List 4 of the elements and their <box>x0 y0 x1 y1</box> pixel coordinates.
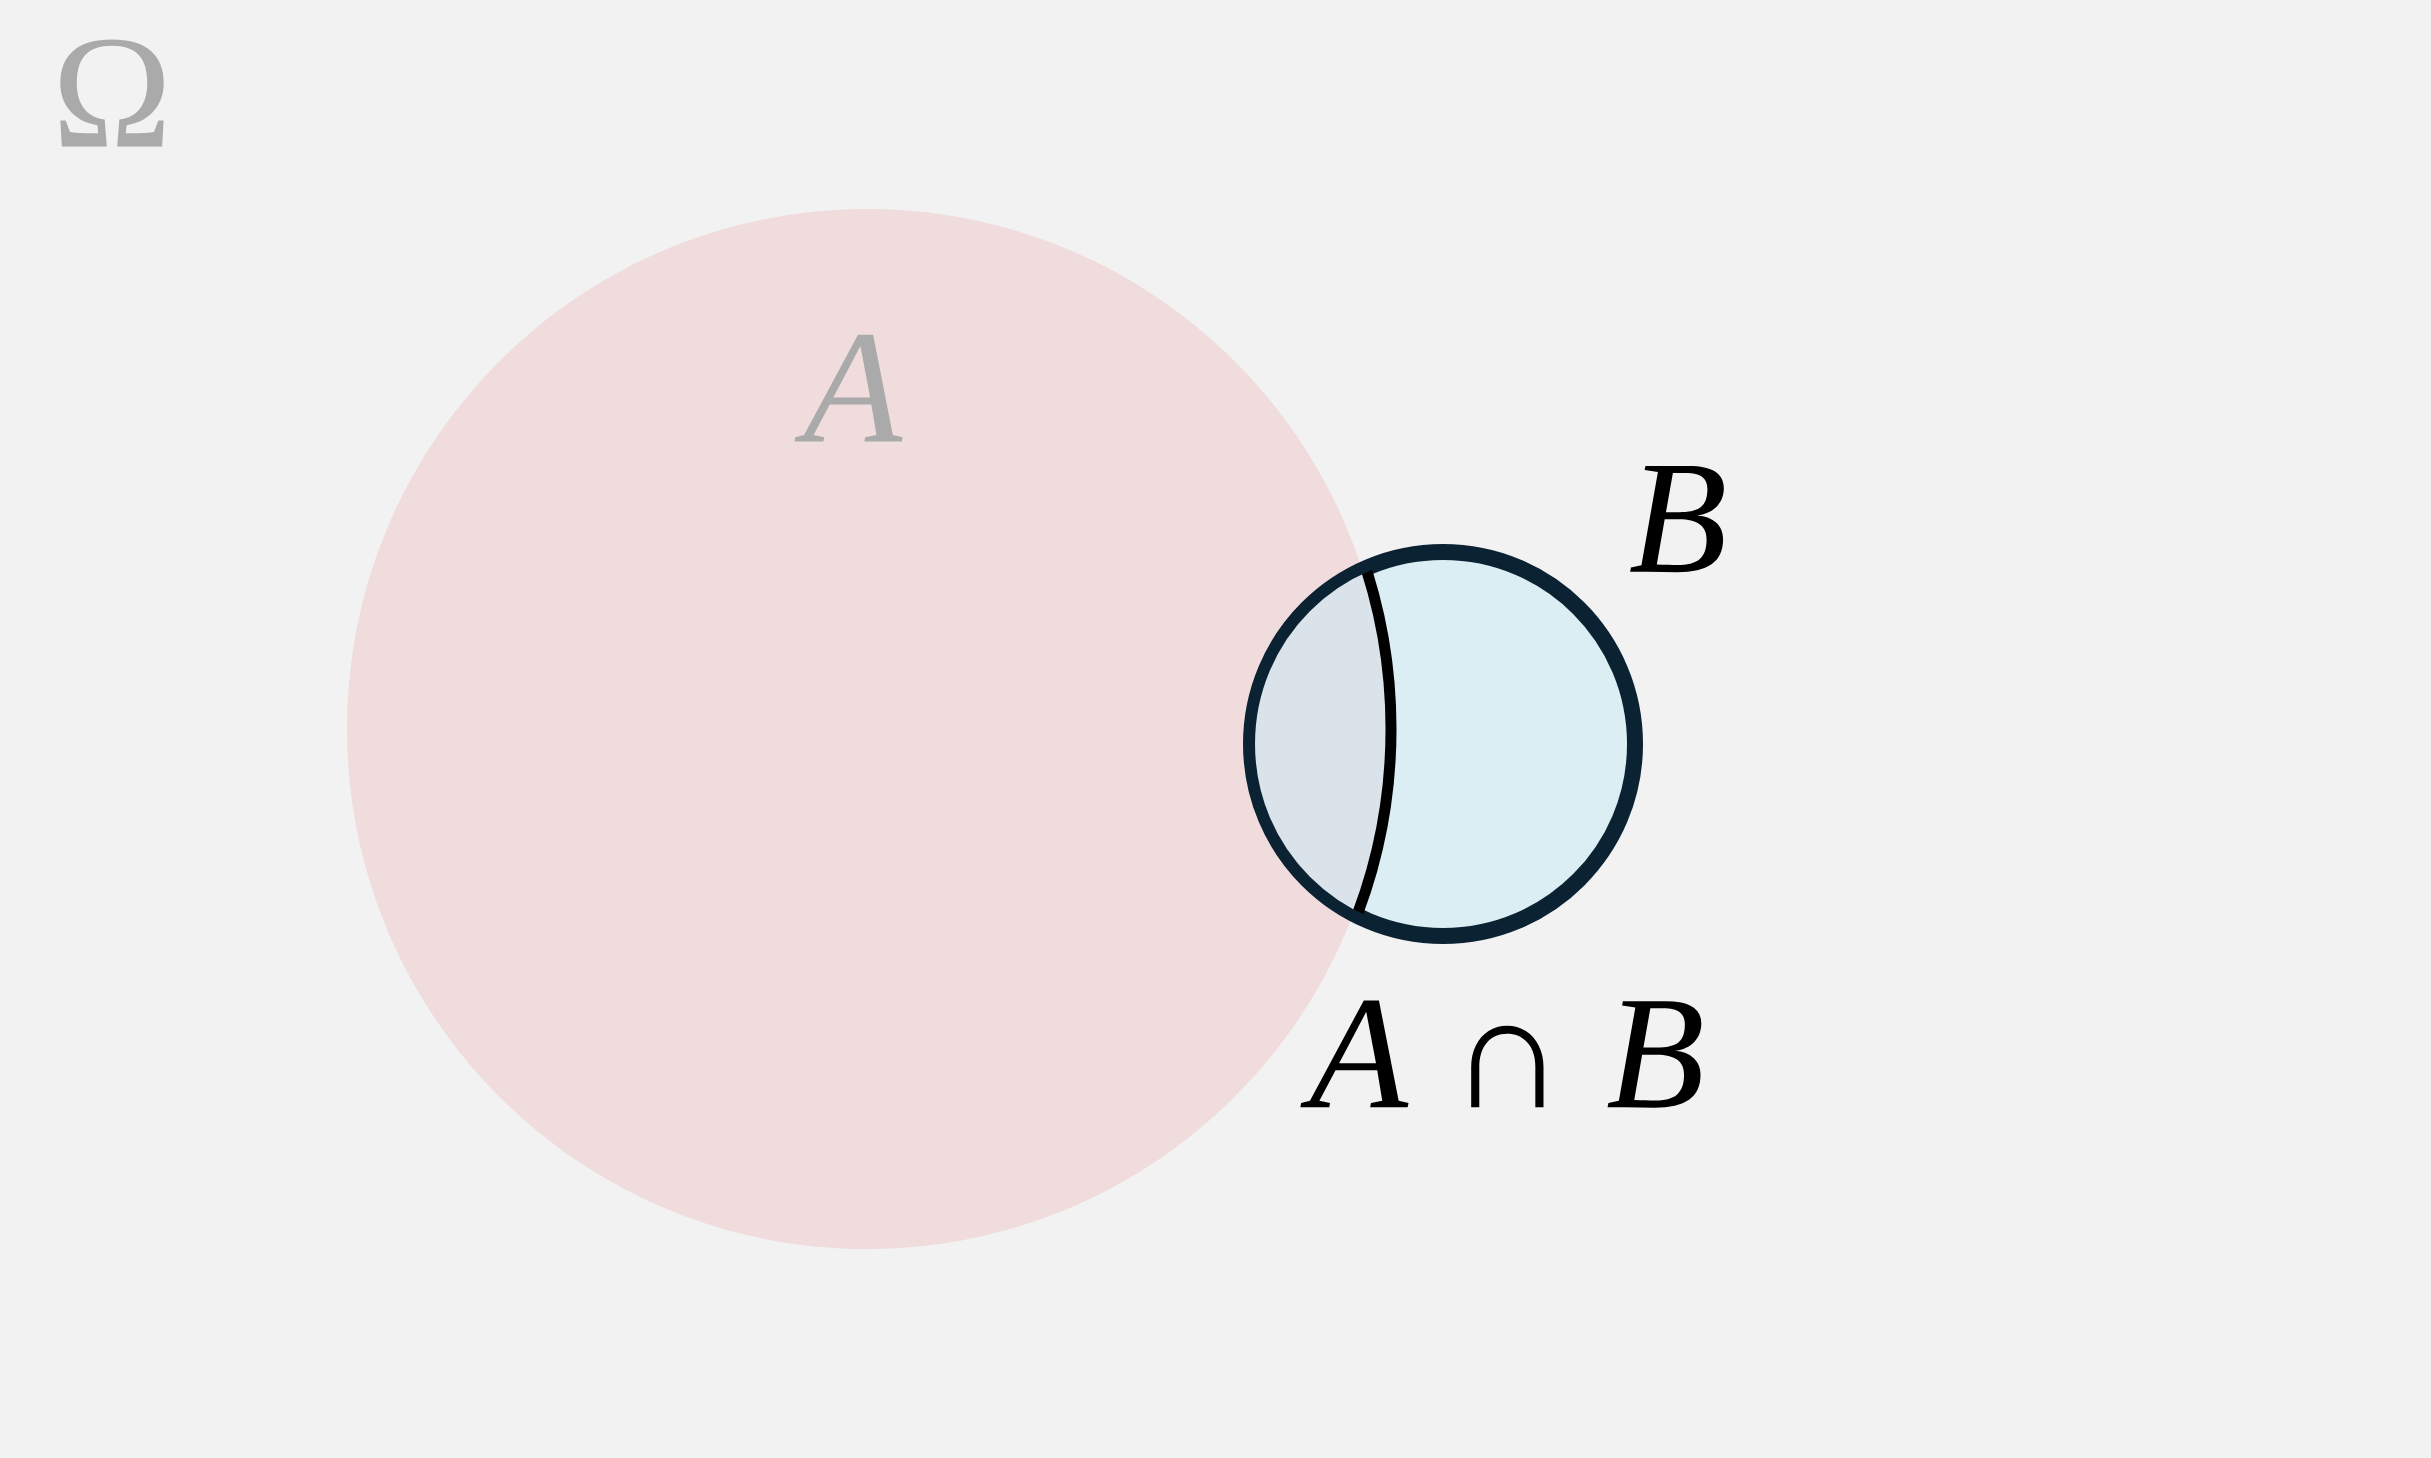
set-label: A <box>794 334 903 442</box>
omega-symbol: Ω <box>60 39 164 147</box>
set-label: B <box>1630 465 1724 573</box>
intersection-label: A ∩ B <box>1300 1000 1702 1108</box>
